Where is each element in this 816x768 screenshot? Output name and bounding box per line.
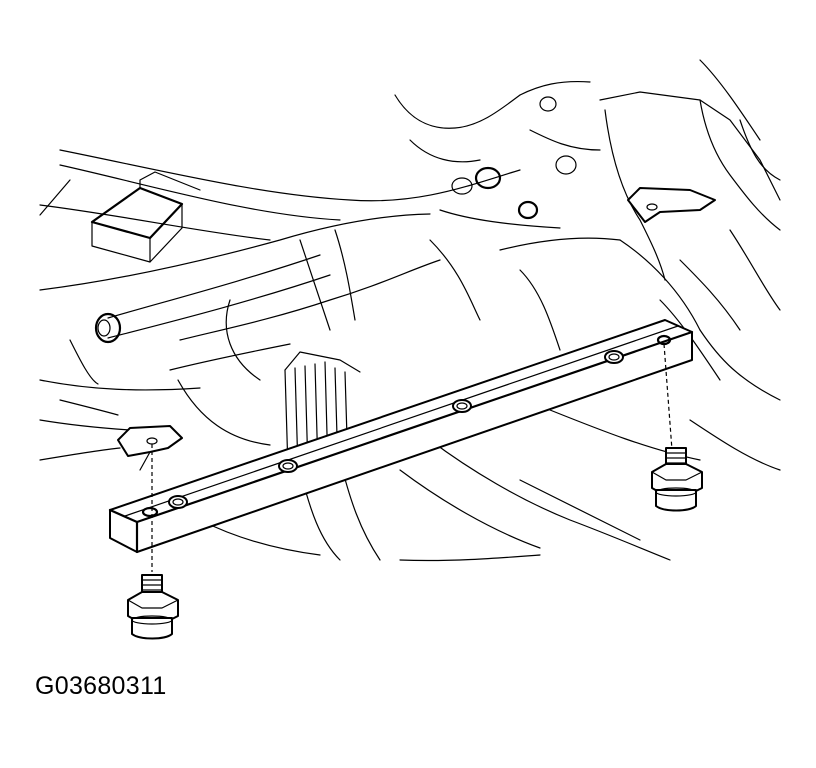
bolt-hole-2 bbox=[278, 459, 298, 473]
underbody-background-lines bbox=[39, 59, 781, 562]
figure-caption: G03680311 bbox=[35, 672, 167, 700]
flange-bolt-left bbox=[127, 574, 179, 640]
bolt-hole-left-end bbox=[141, 506, 159, 518]
bolt-hole-1 bbox=[168, 495, 188, 509]
bolt-hole-4 bbox=[604, 350, 624, 364]
bolt-hole-3 bbox=[452, 399, 472, 413]
flange-bolt-right bbox=[651, 447, 703, 512]
alignment-line-right bbox=[663, 343, 673, 451]
mounting-rail-bracket bbox=[108, 319, 694, 554]
